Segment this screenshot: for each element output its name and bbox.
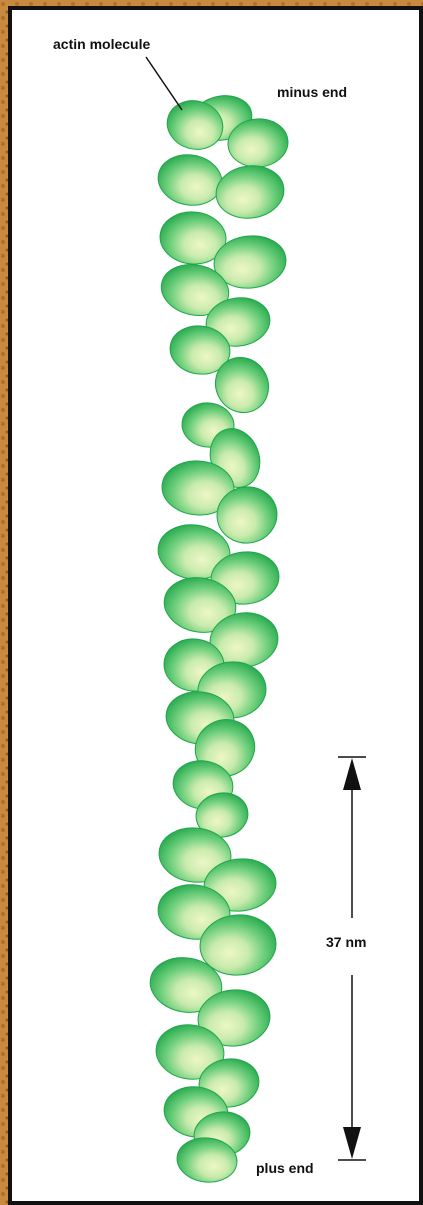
scale-label: 37 nm <box>326 934 366 950</box>
actin-filament <box>146 91 290 1185</box>
arrow-down-icon <box>343 1127 361 1159</box>
actin-molecule-pointer <box>146 57 182 110</box>
actin-subunit <box>213 162 288 223</box>
scale-bar <box>338 757 366 1160</box>
actin-subunit <box>154 150 226 210</box>
plus-end-label: plus end <box>256 1160 314 1176</box>
actin-molecule-label: actin molecule <box>53 36 150 52</box>
minus-end-label: minus end <box>277 84 347 100</box>
arrow-up-icon <box>343 758 361 790</box>
